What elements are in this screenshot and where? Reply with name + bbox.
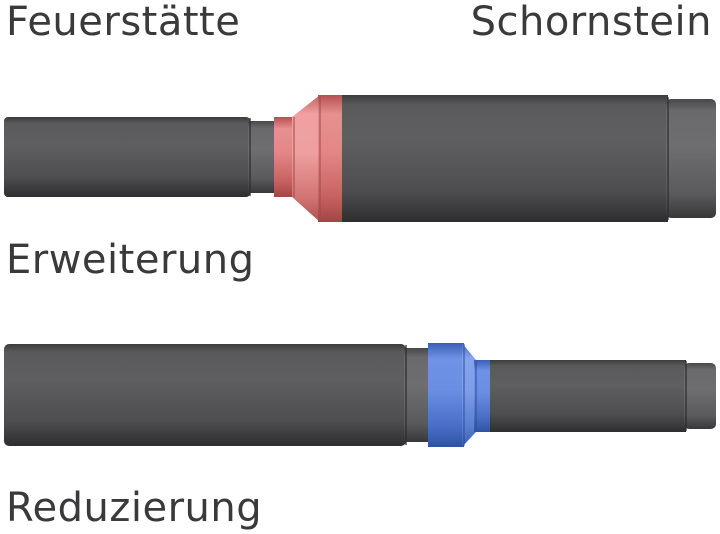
reduction-fitting-band-big [428, 343, 464, 447]
reduction-fitting-cone [462, 343, 476, 447]
expansion-step-ring [248, 121, 276, 193]
expansion-end-collar [666, 99, 716, 218]
expansion-fitting-band-small [274, 117, 294, 197]
label-reduction: Reduzierung [6, 485, 263, 531]
label-chimney: Schornstein [470, 0, 712, 45]
expansion-large-pipe [342, 95, 668, 222]
expansion-assembly [4, 95, 716, 222]
expansion-fitting-band-big [318, 95, 344, 222]
expansion-fitting-cone [292, 95, 320, 222]
reduction-assembly [4, 343, 716, 447]
reduction-step-ring [404, 348, 430, 442]
label-expansion: Erweiterung [6, 237, 255, 283]
expansion-small-pipe [4, 117, 250, 197]
reduction-large-pipe [4, 344, 406, 446]
label-fireplace: Feuerstätte [6, 0, 241, 45]
reduction-small-pipe [490, 360, 686, 432]
reduction-fitting-band-small [474, 360, 492, 432]
reduction-end-collar [684, 363, 716, 429]
